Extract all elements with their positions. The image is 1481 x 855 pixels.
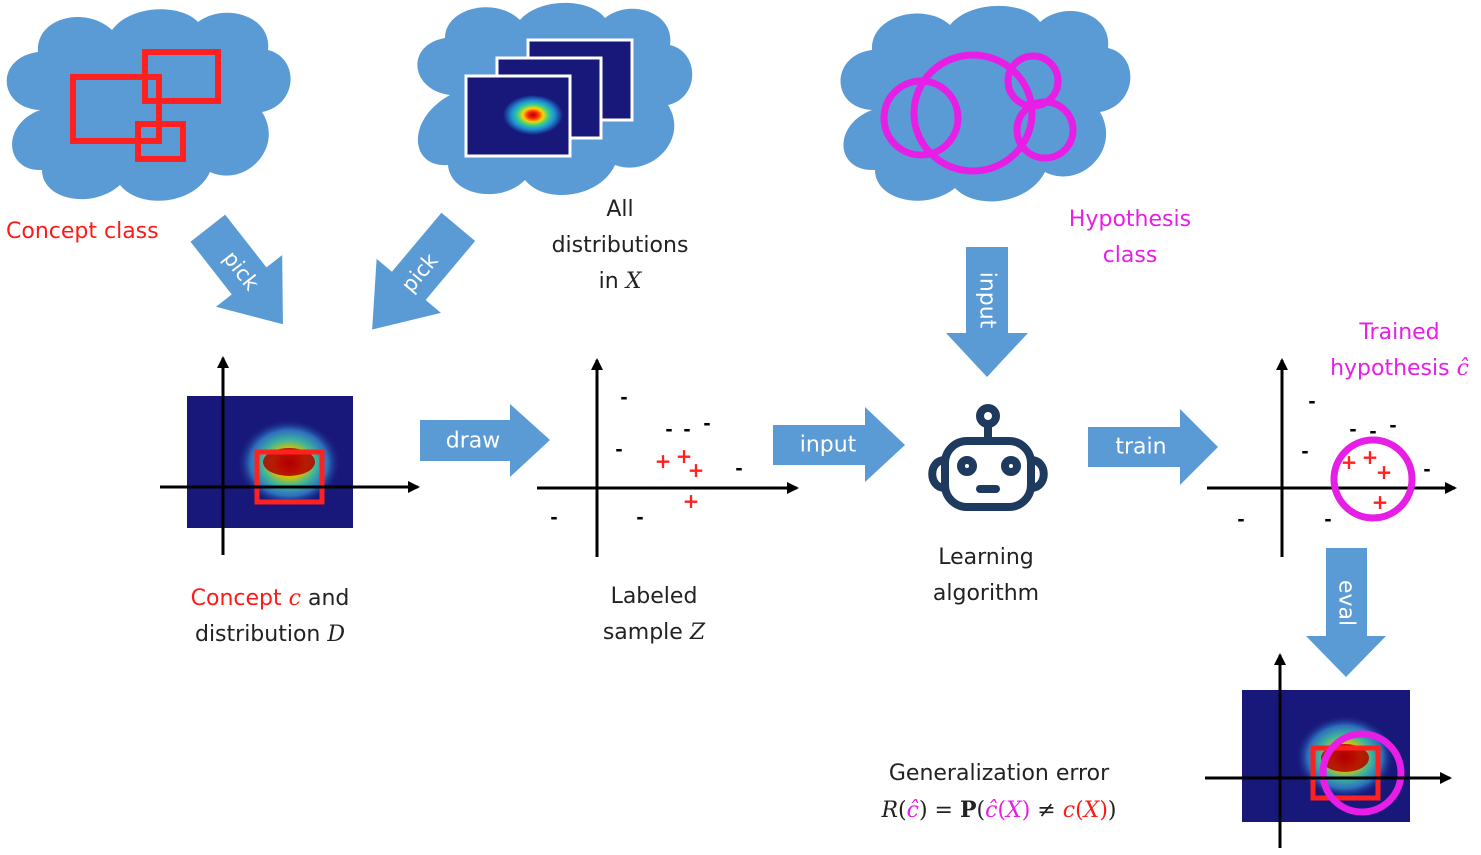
minus-sample-point: - [703, 414, 710, 435]
input-arrow-horizontal: input [773, 407, 905, 482]
hypothesis-class-cloud [840, 5, 1131, 202]
minus-sample-point: - [683, 420, 690, 441]
minus-sample-point: - [1308, 392, 1315, 413]
concept-class-cloud [6, 9, 291, 201]
eval-arrow-label: eval [1334, 580, 1359, 626]
minus-sample-point: - [1237, 510, 1244, 531]
hypothesis-circles-icon [880, 51, 1077, 175]
plus-sample-point: + [1376, 460, 1393, 484]
labeled-sample-label: Labeled sample Z [602, 584, 706, 645]
generalization-error-label: Generalization error R(ĉ) = P(ĉ(X) ≠ c(X… [840, 756, 1158, 829]
distributions-cloud [417, 2, 693, 196]
concept-distribution-plot [160, 356, 420, 555]
trained-hypothesis-label: Trained hypothesis ĉ [1330, 320, 1469, 381]
trained-hypothesis-points: --------++++ [1237, 392, 1430, 531]
minus-sample-point: - [620, 388, 627, 409]
plus-sample-point: + [1362, 445, 1379, 469]
trained-hypothesis-plot: --------++++ [1207, 358, 1457, 557]
concept-rect [254, 449, 325, 505]
plus-sample-point: + [1372, 490, 1389, 514]
minus-sample-point: - [636, 508, 643, 529]
pick-arrow-2: pick [372, 212, 476, 330]
draw-arrow-label: draw [446, 429, 500, 454]
train-arrow-label: train [1115, 435, 1166, 460]
cloud-icon [6, 9, 291, 201]
input-arrow-vertical: input [946, 247, 1028, 377]
minus-sample-point: - [1389, 416, 1396, 437]
minus-sample-point: - [665, 420, 672, 441]
minus-sample-point: - [550, 508, 557, 529]
minus-sample-point: - [1369, 422, 1376, 443]
block-arrows: pick pick draw input input train [190, 212, 1386, 677]
heatmap-stack-icon [464, 38, 634, 158]
generalization-error-formula: R(ĉ) = P(ĉ(X) ≠ c(X)) [881, 797, 1117, 823]
input-arrow-vertical-label: input [975, 272, 1000, 329]
plus-sample-point: + [655, 449, 672, 473]
hypothesis-circle [1330, 436, 1416, 522]
eval-arrow: eval [1306, 548, 1386, 677]
input-arrow-horizontal-label: input [800, 433, 857, 458]
train-arrow: train [1088, 409, 1218, 485]
minus-sample-point: - [735, 459, 742, 480]
draw-arrow: draw [420, 404, 550, 477]
plus-sample-point: + [676, 444, 693, 468]
concept-distribution-label: Concept c and distribution D [190, 586, 350, 647]
all-distributions-label: All distributions in X [551, 197, 689, 294]
learning-algorithm-label: Learning algorithm [932, 545, 1040, 606]
pick-arrow-1: pick [190, 214, 283, 325]
minus-sample-point: - [1423, 460, 1430, 481]
labeled-sample-plot: --------++++ [537, 358, 799, 557]
plus-sample-point: + [683, 489, 700, 513]
minus-sample-point: - [1301, 442, 1308, 463]
robot-icon [928, 404, 1048, 511]
labeled-sample-points: --------++++ [550, 388, 742, 529]
minus-sample-point: - [1324, 510, 1331, 531]
hypothesis-class-label: Hypothesis class [1068, 207, 1192, 268]
concept-class-label: Concept class [6, 219, 159, 244]
minus-sample-point: - [615, 440, 622, 461]
concept-rects-icon [70, 49, 221, 162]
plus-sample-point: + [688, 458, 705, 482]
minus-sample-point: - [1349, 420, 1356, 441]
evaluation-plot [1205, 653, 1452, 848]
